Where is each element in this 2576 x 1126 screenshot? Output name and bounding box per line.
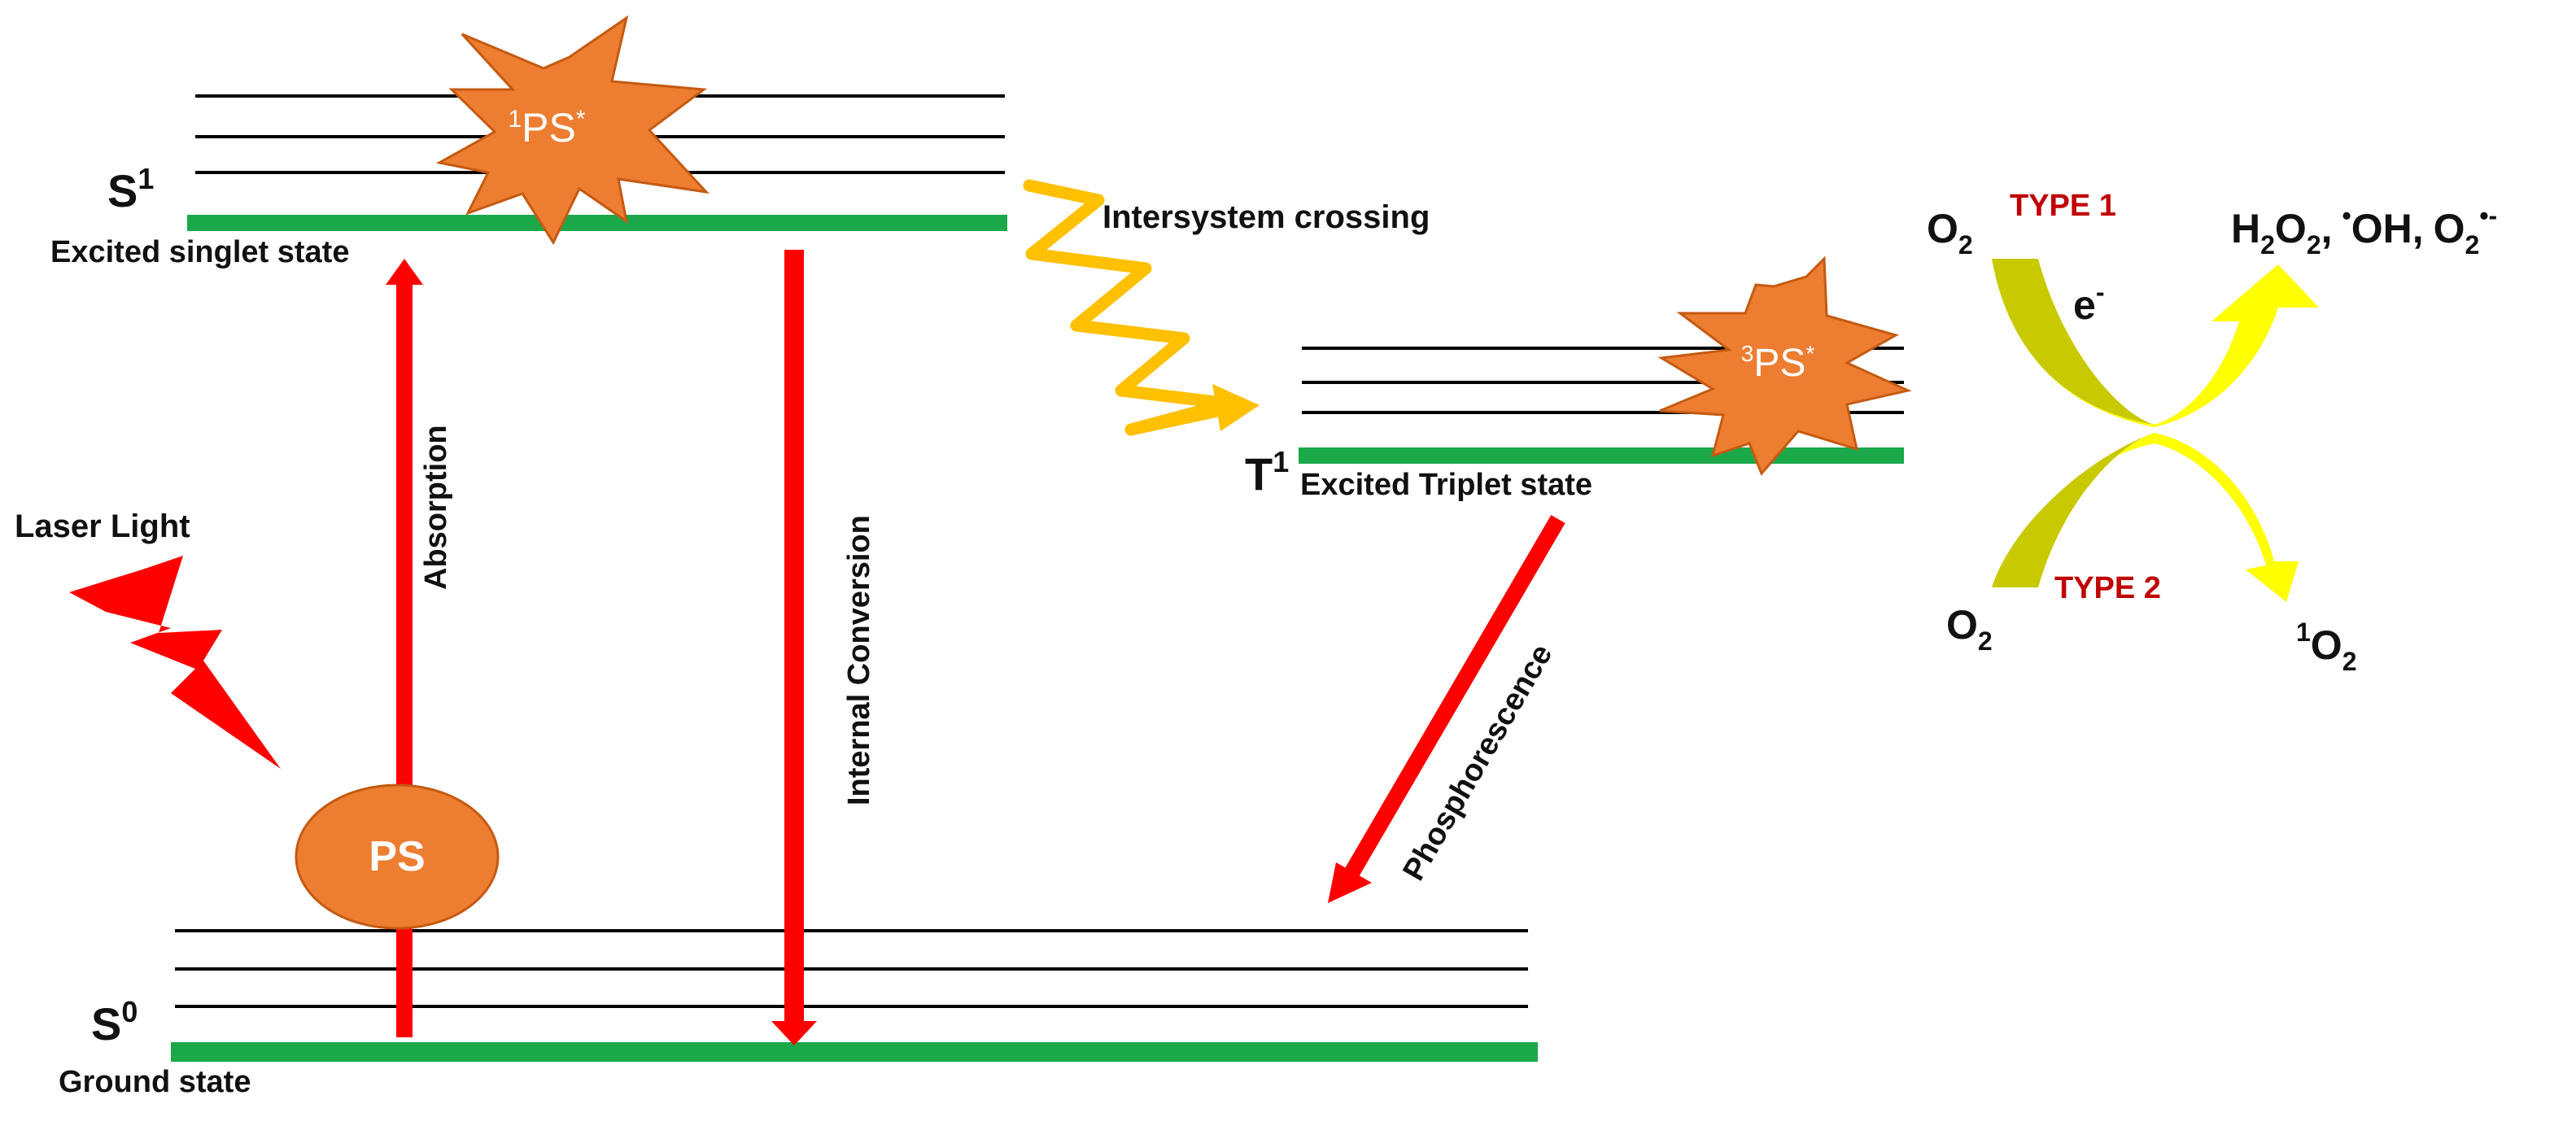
s1-ground-bar — [187, 215, 1007, 231]
type1-reactant-o2: O2 — [1927, 206, 1973, 260]
s0-caption: Ground state — [59, 1065, 251, 1099]
singlet-ps-label: 1PS* — [508, 105, 585, 151]
singlet-ps-burst — [435, 15, 709, 246]
absorption-label: Absorption — [419, 425, 453, 590]
type1-label: TYPE 1 — [2010, 189, 2116, 223]
laser-light-label: Laser Light — [15, 508, 190, 544]
intersystem-crossing-label: Intersystem crossing — [1102, 199, 1430, 235]
intersystem-crossing-arrowhead — [1212, 384, 1260, 431]
s1-caption: Excited singlet state — [50, 235, 349, 269]
type1-products: H2O2,•OH,O2•- — [2231, 201, 2497, 260]
type2-curved-arrow-shade — [1992, 433, 2155, 587]
type2-reactant-o2: O2 — [1946, 602, 1993, 656]
internal-conversion-arrow — [771, 250, 817, 1045]
triplet-ps-burst — [1657, 255, 1912, 476]
laser-lightning-icon — [69, 556, 281, 769]
t1-caption: Excited Triplet state — [1300, 468, 1592, 502]
t1-ground-bar — [1299, 447, 1904, 464]
type2-label: TYPE 2 — [2054, 571, 2161, 605]
type1-curved-arrow-shade — [1992, 259, 2155, 425]
ground-ps-ellipse — [295, 783, 500, 930]
phosphorescence-arrow — [1328, 514, 1565, 903]
ground-ps-label: PS — [369, 833, 425, 880]
electron-label: e- — [2073, 277, 2104, 328]
intersystem-crossing-wave — [1023, 179, 1243, 436]
singlet-oxygen-label: 1O2 — [2296, 618, 2357, 676]
triplet-ps-label: 3PS* — [1741, 341, 1815, 385]
s0-vibrational-levels — [175, 929, 1528, 1008]
internal-conversion-label: Internal Conversion — [842, 515, 876, 805]
s1-symbol: S1 — [107, 162, 154, 216]
t1-symbol: T1 — [1245, 445, 1289, 500]
s0-symbol: S0 — [91, 995, 138, 1050]
s0-ground-bar — [171, 1042, 1538, 1062]
type2-curved-arrow — [1992, 433, 2299, 602]
